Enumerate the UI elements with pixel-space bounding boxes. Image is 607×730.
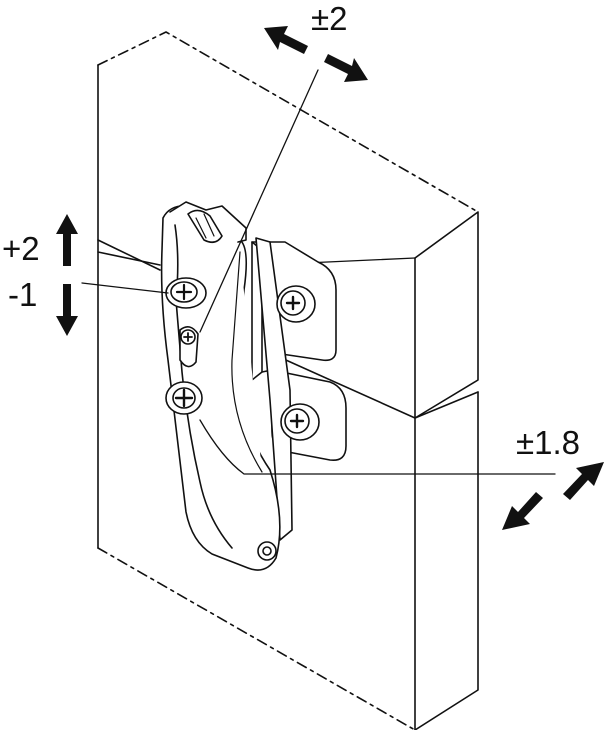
screw-plate-upper xyxy=(276,285,316,323)
height-minus-label: -1 xyxy=(8,276,38,313)
cabinet-panel xyxy=(97,31,479,419)
depth-arrows-icon xyxy=(502,462,604,530)
screw-side-adjust xyxy=(165,381,203,415)
top-adjustment-label: ±2 xyxy=(311,0,348,37)
leader-lines xyxy=(81,69,556,475)
door-panel xyxy=(97,239,479,730)
screw-plate-lower xyxy=(280,403,320,441)
top-arrows-icon xyxy=(264,26,368,82)
depth-adjustment-label: ±1.8 xyxy=(516,424,580,461)
height-plus-label: +2 xyxy=(2,230,40,267)
height-arrows-icon xyxy=(56,214,78,336)
screw-height-adjust xyxy=(165,277,207,309)
screw-slot-depth xyxy=(179,326,199,368)
